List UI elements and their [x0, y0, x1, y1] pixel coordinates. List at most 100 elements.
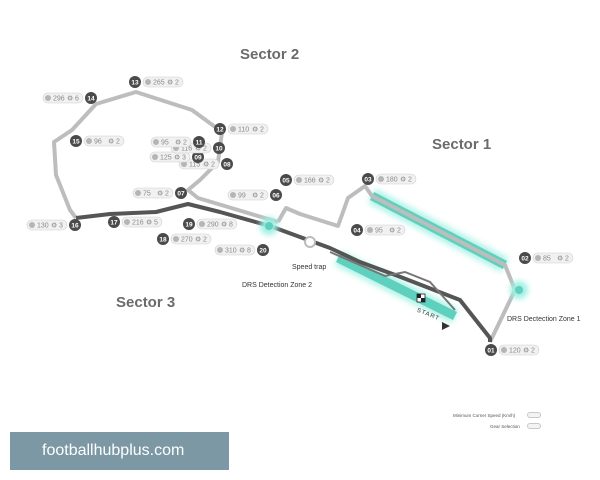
- corner-speed: 95: [375, 228, 383, 235]
- speed-icon: [367, 227, 373, 233]
- speed-icon: [173, 236, 179, 242]
- speed-icon: [45, 95, 51, 101]
- corner-15: 96 ⚙2 15: [70, 135, 125, 147]
- speed-icon: [135, 190, 141, 196]
- speed-icon: [152, 154, 158, 160]
- corner-speed: 85: [543, 256, 551, 263]
- corner-info-pill: [293, 174, 335, 186]
- gear-icon: ⚙: [221, 221, 227, 229]
- corner-info-pill: [196, 218, 238, 230]
- speed-icon: [153, 139, 159, 145]
- corner-speed: 116: [181, 146, 192, 153]
- speed-icon: [378, 176, 384, 182]
- corner-info-pill: [132, 187, 174, 199]
- corner-info-pill: [214, 244, 256, 256]
- corner-gear: 6: [75, 96, 79, 103]
- corner-info-pill: [150, 136, 192, 148]
- corner-speed: 115: [189, 162, 200, 169]
- speed-trap-label: Speed trap: [292, 264, 327, 271]
- corner-number: 08: [223, 162, 231, 169]
- corner-number-badge: [157, 233, 169, 245]
- corner-number-badge: [519, 252, 531, 264]
- corner-number: 15: [72, 139, 80, 146]
- corner-01: 120⚙201: [485, 344, 540, 356]
- corner-info-pill: [83, 135, 125, 147]
- corner-speed: 290: [207, 222, 219, 229]
- corner-12: 110⚙212: [214, 123, 269, 135]
- corner-info-pill: [42, 92, 84, 104]
- gear-icon: ⚙: [523, 347, 529, 355]
- corner-speed: 96: [94, 139, 102, 146]
- corner-number: 07: [177, 191, 185, 198]
- speed-icon: [29, 222, 35, 228]
- speed-icon: [145, 79, 151, 85]
- legend-gear-swatch: [527, 423, 541, 429]
- corner-gear: 2: [183, 140, 187, 147]
- corner-info-pill: [26, 219, 68, 231]
- corner-number-badge: [175, 187, 187, 199]
- watermark: footballhubplus.com: [10, 432, 229, 470]
- drs-zone-2-label: DRS Detection Zone 2: [242, 282, 313, 289]
- gear-icon: ⚙: [195, 236, 201, 244]
- gear-icon: ⚙: [203, 161, 209, 169]
- speed-icon: [230, 126, 236, 132]
- corner-gear: 2: [175, 80, 179, 87]
- corner-speed: 125: [160, 155, 172, 162]
- corner-speed: 75: [143, 191, 151, 198]
- corner-19: 290⚙8 19: [183, 218, 238, 230]
- corner-number: 20: [259, 248, 267, 255]
- corner-speed: 120: [509, 348, 521, 355]
- corner-gear: 2: [203, 237, 207, 244]
- checkered-flag-icon: [416, 293, 426, 303]
- corner-gear: 5: [154, 220, 158, 227]
- corner-info-pill: [170, 233, 212, 245]
- corner-number-badge: [183, 218, 195, 230]
- pit-lane: [329, 251, 456, 311]
- gear-icon: ⚙: [174, 154, 180, 162]
- corner-number: 12: [216, 127, 224, 134]
- corner-speed: 296: [53, 96, 65, 103]
- corner-info-pill: [375, 173, 417, 185]
- corner-number-badge: [221, 158, 233, 170]
- corner-05: 166⚙205: [280, 174, 335, 186]
- drs-zone-1-label: DRS Dectection Zone 1: [507, 316, 581, 323]
- gear-icon: ⚙: [389, 227, 395, 235]
- corner-13: 265⚙213: [129, 76, 184, 88]
- corner-info-pill: [149, 151, 191, 163]
- corner-number-badge: [129, 76, 141, 88]
- sector-2-label: Sector 2: [240, 46, 300, 63]
- corner-gear: 2: [531, 348, 535, 355]
- corner-number: 14: [87, 96, 95, 103]
- gear-icon: ⚙: [195, 145, 201, 153]
- speed-trap-marker: [304, 236, 316, 248]
- gear-icon: ⚙: [108, 138, 114, 146]
- corner-number-badge: [362, 173, 374, 185]
- gear-icon: ⚙: [157, 190, 163, 198]
- corner-number-badge: [257, 244, 269, 256]
- corner-17: 216⚙517: [108, 216, 163, 228]
- corner-number: 11: [196, 140, 203, 147]
- corner-info-pill: [227, 123, 269, 135]
- corner-speed: 265: [153, 80, 165, 87]
- corner-number: 09: [194, 155, 202, 162]
- corner-number: 04: [353, 228, 361, 235]
- corner-gear: 2: [116, 139, 120, 146]
- corner-number-badge: [70, 135, 82, 147]
- corner-number-badge: [485, 344, 497, 356]
- speed-icon: [181, 161, 187, 167]
- corner-number-badge: [213, 142, 225, 154]
- speed-icon: [217, 247, 223, 253]
- corner-speed: 130: [37, 223, 49, 230]
- start-arrow-icon: [442, 322, 450, 330]
- gear-icon: ⚙: [400, 176, 406, 184]
- corner-number: 18: [159, 237, 167, 244]
- corner-gear: 2: [203, 146, 207, 153]
- corner-number: 19: [185, 222, 193, 229]
- sector-3-label: Sector 3: [116, 294, 176, 311]
- corner-gear: 8: [229, 222, 233, 229]
- corner-number-badge: [270, 189, 282, 201]
